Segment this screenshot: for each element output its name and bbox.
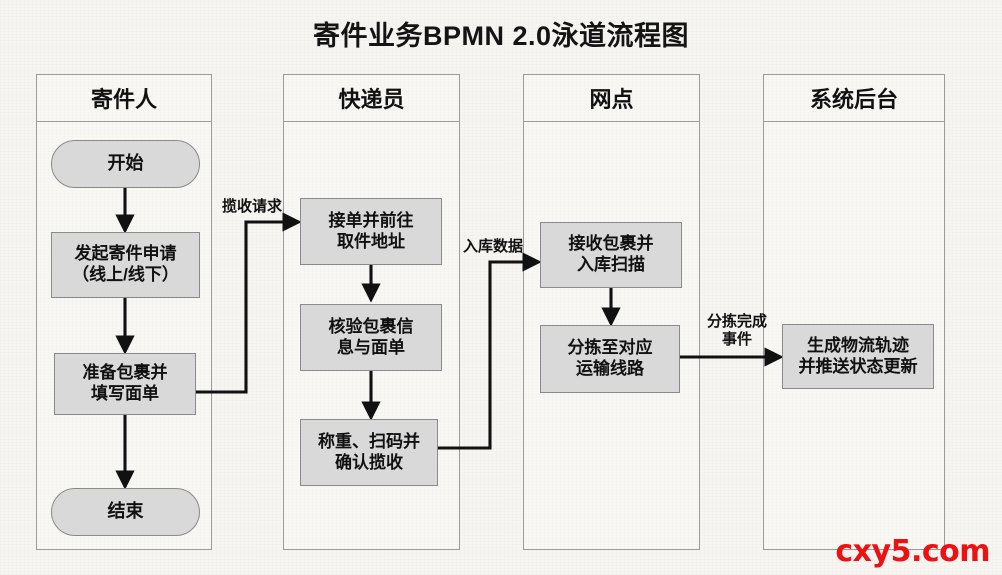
swimlane-courier-label: 快递员: [338, 86, 405, 112]
swimlane-sender-header: 寄件人: [36, 74, 212, 122]
edge-label-pickup-request: 揽收请求: [221, 198, 282, 215]
swimlane-branch: [523, 74, 700, 550]
node-accept-order[interactable]: 接单并前往 取件地址: [300, 198, 442, 265]
page-title: 寄件业务BPMN 2.0泳道流程图: [312, 21, 690, 51]
swimlane-branch-header: 网点: [523, 74, 700, 122]
node-verify-parcel[interactable]: 核验包裹信 息与面单: [300, 304, 442, 371]
node-generate-track[interactable]: 生成物流轨迹 并推送状态更新: [782, 324, 934, 389]
swimlane-system: [763, 74, 945, 550]
node-weigh-scan[interactable]: 称重、扫码并 确认揽收: [300, 419, 438, 486]
watermark: cxy5.com: [835, 534, 990, 569]
node-start[interactable]: 开始: [51, 140, 200, 188]
swimlane-branch-label: 网点: [589, 86, 634, 112]
swimlane-system-header: 系统后台: [763, 74, 945, 122]
node-receive-parcel[interactable]: 接收包裹并 入库扫描: [540, 222, 682, 288]
node-prepare[interactable]: 准备包裹并 填写面单: [54, 353, 196, 415]
swimlane-courier-header: 快递员: [283, 74, 460, 122]
edge-label-inbound-data: 入库数据: [462, 238, 523, 255]
swimlane-sender-label: 寄件人: [90, 86, 157, 112]
node-end[interactable]: 结束: [51, 488, 200, 536]
node-sort-route[interactable]: 分拣至对应 运输线路: [540, 325, 680, 393]
swimlane-system-label: 系统后台: [809, 86, 898, 112]
edge-label-sort-complete-event: 分拣完成 事件: [706, 313, 767, 348]
node-apply[interactable]: 发起寄件申请 （线上/线下）: [51, 232, 200, 298]
